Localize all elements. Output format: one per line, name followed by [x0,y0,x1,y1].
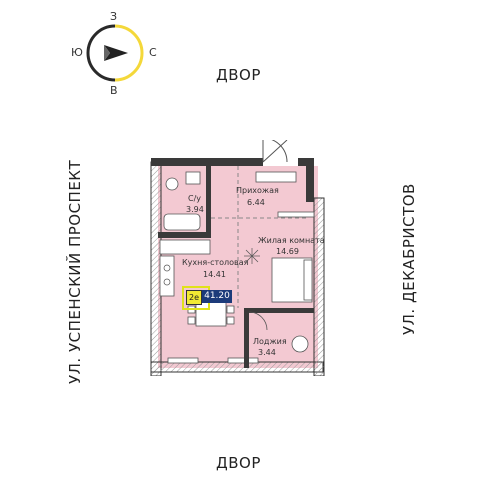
room-living-name: Жилая комната [258,236,325,245]
apartment-type-badge: 2е [186,290,202,305]
room-hallway-name: Прихожая [236,186,279,195]
room-living-area: 14.69 [276,247,299,256]
compass-west: Ю [71,46,83,59]
floor-plan-drawing [150,137,325,377]
room-bathroom-name: С/у [188,194,202,203]
left-street-label: УЛ. УСПЕНСКИЙ ПРОСПЕКТ [66,159,84,384]
compass-east: С [149,46,157,59]
room-loggia-name: Лоджия [253,337,287,346]
room-kitchen-name: Кухня-столовая [182,258,249,267]
bottom-side-label: ДВОР [216,454,261,472]
floor-plan [148,137,334,377]
compass-north: З [110,10,118,23]
compass-south: В [110,84,118,97]
room-kitchen-area: 14.41 [203,270,226,279]
compass-rose-icon [86,24,144,82]
top-side-label: ДВОР [216,66,261,84]
room-loggia-area: 3.44 [258,348,276,357]
room-hallway-area: 6.44 [247,198,265,207]
apartment-total-area-badge: 41.20 [202,290,232,303]
room-bathroom-area: 3.94 [186,205,204,214]
right-street-label: УЛ. ДЕКАБРИСТОВ [400,183,418,335]
compass: З В Ю С [70,8,160,98]
